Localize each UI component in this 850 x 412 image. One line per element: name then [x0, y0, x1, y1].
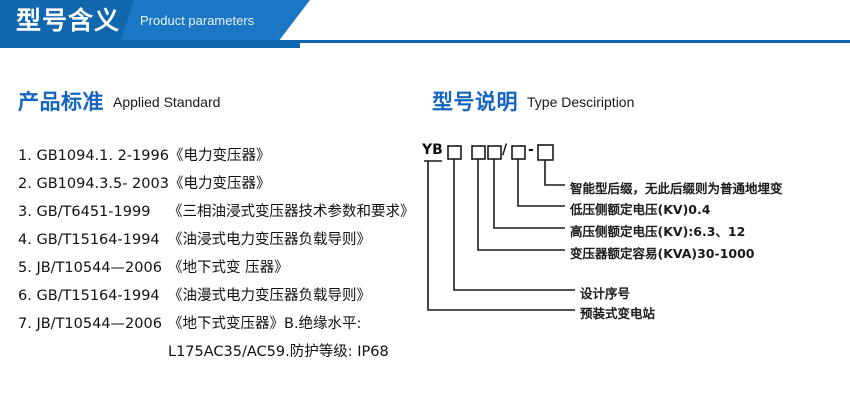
standard-code: 3. GB/T6451-1999 — [18, 204, 151, 220]
standards-list: 1. GB1094.1. 2-1996 《电力变压器》 2. GB1094.3.… — [18, 144, 438, 368]
standard-code: 4. GB/T15164-1994 — [18, 232, 160, 248]
code-box-design — [471, 145, 486, 160]
list-item: 2. GB1094.3.5- 2003 《电力变压器》 — [18, 172, 438, 200]
list-item: 7. JB/T10544—2006 《地下式变压器》B.绝缘水平: — [18, 312, 438, 340]
section-heading-cn: 产品标准 — [18, 90, 104, 114]
banner-underline-thick — [0, 40, 300, 48]
standard-code: 7. JB/T10544—2006 — [18, 316, 162, 332]
annotation-capacity: 变压器额定容易(KVA)30-1000 — [570, 246, 755, 261]
standard-code: 2. GB1094.3.5- 2003 — [18, 176, 169, 192]
code-separator-dash: - — [528, 142, 534, 158]
code-box-station — [447, 145, 462, 160]
standard-name: 《电力变压器》 — [168, 148, 271, 164]
standard-name: 《电力变压器》 — [168, 176, 271, 192]
standard-name: 《油浸式电力变压器负载导则》 — [168, 232, 371, 248]
leader-lv — [517, 168, 565, 207]
section-heading-cn: 型号说明 — [432, 90, 518, 114]
list-item: 4. GB/T15164-1994 《油浸式电力变压器负载导则》 — [18, 228, 438, 256]
section-heading-en: Type Desciription — [527, 94, 635, 110]
section-heading-applied-standard: 产品标准 Applied Standard — [18, 86, 220, 116]
standard-code: 1. GB1094.1. 2-1996 — [18, 148, 169, 164]
standard-continuation: L175AC35/AC59.防护等级: IP68 — [168, 344, 389, 360]
code-prefix-yb: YB — [422, 142, 443, 158]
standard-name: 《地下式变压器》B.绝缘水平: — [168, 316, 362, 332]
banner-title: 型号含义 — [16, 6, 121, 35]
leader-design — [453, 168, 575, 291]
standard-code: 5. JB/T10544—2006 — [18, 260, 162, 276]
annotation-suffix: 智能型后缀，无此后缀则为普通地埋变 — [570, 181, 783, 196]
standard-name: 《油漫式电力变压器负载导则》 — [168, 288, 371, 304]
section-heading-en: Applied Standard — [113, 94, 221, 110]
banner-subtitle: Product parameters — [140, 13, 255, 28]
list-item: 5. JB/T10544—2006 《地下式变 压器》 — [18, 256, 438, 284]
list-item: 1. GB1094.1. 2-1996 《电力变压器》 — [18, 144, 438, 172]
banner-underline — [0, 40, 850, 43]
standard-code: 6. GB/T15164-1994 — [18, 288, 160, 304]
code-separator-slash: / — [502, 142, 508, 158]
list-item: 3. GB/T6451-1999 《三相油浸式变压器技术参数和要求》 — [18, 200, 438, 228]
annotation-design: 设计序号 — [580, 286, 631, 301]
standard-name: 《三相油浸式变压器技术参数和要求》 — [168, 204, 415, 220]
leader-suffix — [544, 168, 565, 186]
annotation-hv: 高压侧额定电压(KV):6.3、12 — [570, 224, 746, 239]
annotation-lv: 低压侧额定电压(KV)0.4 — [570, 202, 711, 217]
standard-name: 《地下式变 压器》 — [168, 260, 289, 276]
leader-capacity — [477, 168, 565, 251]
code-box-capacity — [487, 145, 502, 160]
type-designation-diagram: YB / - 智能型后缀，无此后缀则为普通地埋变 低压侧额定电压(KV)0.4 … — [420, 140, 850, 340]
leader-hv — [493, 168, 565, 229]
code-box-lv-suffix — [537, 144, 554, 161]
list-item: 6. GB/T15164-1994 《油漫式电力变压器负载导则》 — [18, 284, 438, 312]
type-diagram-lines — [424, 144, 575, 311]
leader-station — [427, 168, 575, 311]
section-heading-type-description: 型号说明 Type Desciription — [432, 86, 634, 116]
page-banner: 型号含义 Product parameters — [0, 0, 850, 48]
annotation-station: 预装式变电站 — [580, 306, 656, 321]
code-box-hv — [511, 145, 526, 160]
